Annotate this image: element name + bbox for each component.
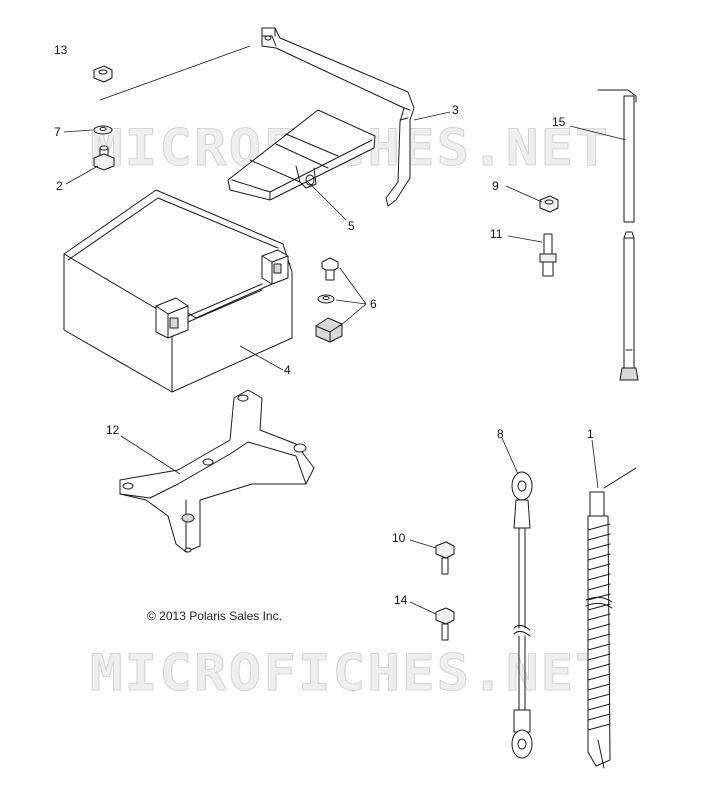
- callout-9: 9: [492, 179, 499, 193]
- leader-lines: [63, 45, 627, 615]
- callout-12: 12: [106, 423, 120, 437]
- watermark-bottom: MICROFICHES.NET: [90, 644, 610, 702]
- callout-14: 14: [394, 593, 408, 607]
- callout-10: 10: [392, 531, 406, 545]
- callout-13: 13: [54, 43, 68, 57]
- part-5-battery-strap: [227, 109, 376, 201]
- callout-numbers: 13 7 2 3 5 6 4 12 9 11 15 8 1 10 14: [54, 43, 594, 607]
- callout-2: 2: [56, 179, 63, 193]
- callout-3: 3: [452, 103, 459, 117]
- part-15-vent-tube: [597, 89, 639, 381]
- callout-4: 4: [284, 363, 291, 377]
- part-6-hardware: [315, 257, 343, 343]
- part-3-hold-down-bracket: [261, 27, 415, 207]
- callout-1: 1: [587, 427, 594, 441]
- part-9-nut: [539, 195, 559, 213]
- part-1-cable-conduit: [585, 467, 637, 769]
- callout-11: 11: [490, 227, 503, 241]
- part-11-stud: [539, 233, 557, 277]
- part-4-battery: [63, 189, 293, 393]
- part-14-bolt: [435, 607, 455, 641]
- callout-7: 7: [54, 125, 61, 139]
- callout-6: 6: [370, 297, 377, 311]
- part-12-battery-tray: [119, 389, 315, 553]
- part-2-bolt: [93, 145, 115, 171]
- copyright-text: © 2013 Polaris Sales Inc.: [147, 609, 282, 623]
- callout-15: 15: [552, 115, 566, 129]
- part-7-washer: [93, 125, 113, 135]
- part-13-nut: [93, 65, 113, 83]
- part-8-battery-cable: [511, 471, 533, 759]
- callout-5: 5: [348, 219, 355, 233]
- part-10-bolt: [435, 541, 455, 575]
- callout-8: 8: [497, 427, 504, 441]
